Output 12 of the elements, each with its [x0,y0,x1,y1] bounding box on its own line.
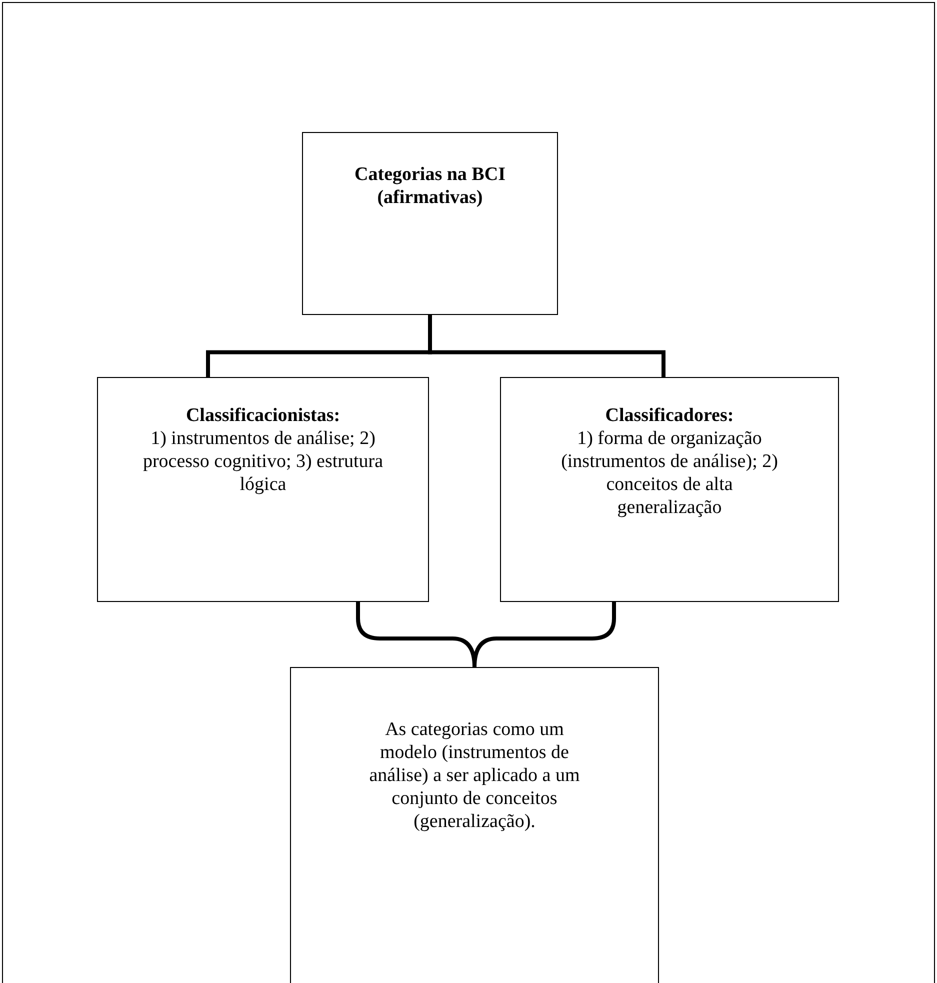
box-text: 1) forma de organização (instrumentos de análise); 2) conceitos de alta generalização [560,427,779,519]
category-box [97,377,429,602]
box-heading: Categorias na BCI (afirmativas) [354,163,506,209]
box-text: 1) instrumentos de análise; 2) processo cognitivo; 3) estrutura lógica [142,427,384,496]
box-heading: Classificadores: [605,404,734,427]
bracket-connector [428,315,666,377]
box-text: As categorias como um modelo (instrumentos de análise) a ser aplicado a um conjunto de conceitos (generalização). [368,718,581,833]
process-box [302,132,558,315]
category-box [500,377,839,602]
process-box [290,667,659,983]
box-heading: Classificacionistas: [186,404,340,427]
curly-brace-connector [472,602,616,668]
